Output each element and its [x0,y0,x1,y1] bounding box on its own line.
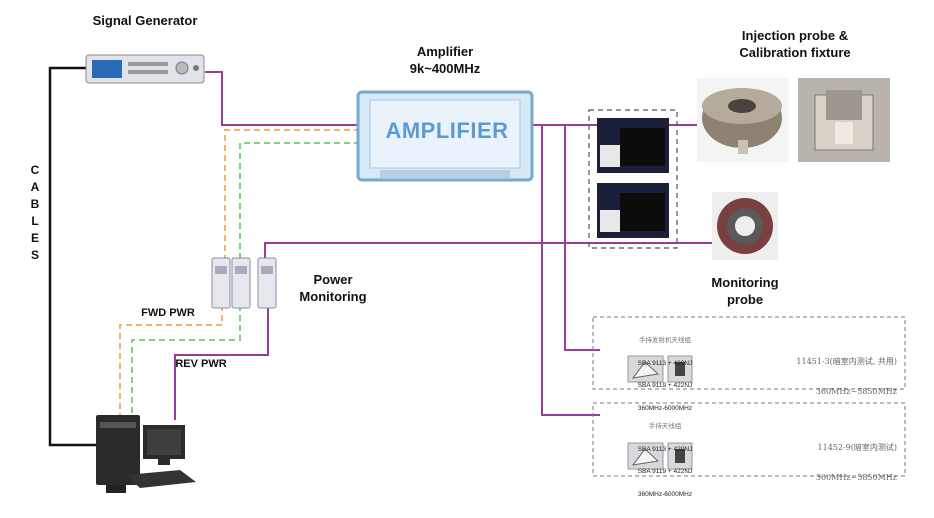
orange-dashed-line [224,129,360,262]
cables-letter: A [30,180,40,194]
antenna-box-1-right-range: 360MHz~5850MHz [815,387,897,396]
antenna-thumb-2b [667,442,693,470]
injection-probe-line2: Calibration fixture [739,45,851,60]
antenna-thumb-2a [627,442,664,470]
cables-letter: L [31,214,39,228]
antenna-box-1-right-title: 11451-3(暗室内测试, 共用) [796,357,897,366]
cables-letter: E [30,231,39,245]
cables-letter: S [30,248,39,262]
green-dashed-line-down [131,305,241,415]
purple-line-branch2 [541,125,600,416]
power-monitoring-label: Power Monitoring [283,271,383,305]
rev-pwr-label: REV PWR [175,358,227,370]
power-monitoring-line1: Power [313,272,353,287]
amplifier-range-text: 9k~400MHz [409,61,481,76]
signal-generator-device [85,54,205,84]
antenna-box-2-right-title: 11452-9(暗室内测试) [817,443,897,452]
monitoring-probe-line1: Monitoring [711,275,779,290]
cables-letter: B [30,197,40,211]
antenna-box-1-header: 手持发射机天线组 [639,336,691,344]
antenna-box-1-line: 360MHz-6000MHz [637,404,693,412]
purple-line-siggen-amp [205,71,360,126]
antenna-box-2-line: SBA 9119 + 422NJ [637,468,693,475]
antenna-box-2-text: 手持天线组 SBA 9113 + 420NJ SBA 9119 + 422NJ … [630,408,700,506]
computer-pc [96,415,196,493]
amplifier-title: Amplifier 9k~400MHz [395,43,495,77]
green-dashed-line [239,142,360,262]
purple-line-branch1 [564,125,600,351]
cables-letter: C [30,163,40,177]
monitoring-probe-label: Monitoring probe [695,274,795,308]
antenna-box-2-right-range: 360MHz~5850MHz [815,473,897,482]
antenna-box-2-line: 360MHz-6000MHz [637,490,693,498]
antenna-box-1-right: 11451-3(暗室内测试, 共用) 360MHz~5850MHz [745,337,897,407]
antenna-box-1-line: SBA 9113 + 420NJ [637,359,693,367]
cables-label: C A B L E S [28,162,42,264]
antenna-box-2 [592,402,906,477]
injection-probe-image [697,78,789,162]
purple-line-monitor [264,242,715,263]
antenna-box-1 [592,316,906,390]
amplifier-title-text: Amplifier [416,44,474,59]
amplifier-device [356,90,534,182]
signal-generator-label: Signal Generator [92,13,198,28]
purple-line-monitor-pc [174,305,269,420]
antenna-box-2-right: 11452-9(暗室内测试) 360MHz~5850MHz [745,423,897,493]
antenna-box-1-text: 手持发射机天线组 SBA 9113 + 420NJ SBA 9119 + 422… [630,322,700,420]
power-sensor-monitor [257,257,277,309]
coupler-group-box [588,109,678,249]
fwd-pwr-label: FWD PWR [141,307,195,319]
antenna-box-1-line: SBA 9119 + 422NJ [637,382,693,389]
amplifier-box-label: AMPLIFIER [385,118,509,143]
black-cable [48,66,105,447]
antenna-box-2-line: SBA 9113 + 420NJ [637,445,693,453]
injection-probe-label: Injection probe & Calibration fixture [700,27,890,61]
power-sensor-rev [231,257,251,309]
orange-dashed-line-down [119,305,223,415]
antenna-box-2-header: 手持天线组 [648,422,682,430]
injection-probe-line1: Injection probe & [741,28,849,43]
antenna-thumb-1b [667,355,693,383]
antenna-thumb-1a [627,355,664,383]
calibration-fixture-image [798,78,890,162]
coupler-image-2 [597,183,669,238]
monitoring-probe-image [712,192,778,260]
coupler-image-1 [597,118,669,173]
power-monitoring-line2: Monitoring [299,289,367,304]
monitoring-probe-line2: probe [726,292,764,307]
power-sensor-fwd [211,257,231,309]
